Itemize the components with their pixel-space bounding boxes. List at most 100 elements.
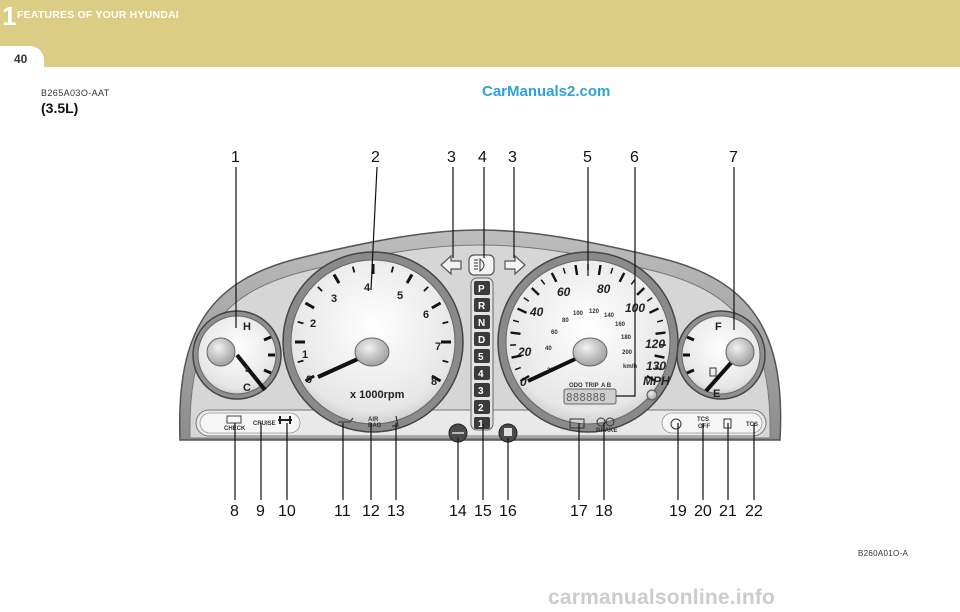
dial-tick xyxy=(514,366,521,371)
dial-tick xyxy=(646,297,653,302)
mph-tick-130: 130 xyxy=(646,359,666,373)
ab-label: A B xyxy=(601,383,612,389)
tach-tick-8: 8 xyxy=(431,376,437,388)
seatbelt-person-icon xyxy=(392,415,399,427)
dial-tick xyxy=(597,264,602,276)
dial-tick xyxy=(610,267,614,274)
dial-tick xyxy=(654,354,665,359)
callout-13: 13 xyxy=(387,503,405,520)
dial-tick xyxy=(304,374,315,383)
dial-tick xyxy=(519,374,530,383)
mph-tick-80: 80 xyxy=(597,282,611,296)
dial-tick xyxy=(512,319,520,323)
chapter-number: 1 xyxy=(2,1,17,31)
figure-code: B260A01O-A xyxy=(858,549,909,558)
callout-10: 10 xyxy=(278,503,296,520)
tach-tick-1: 1 xyxy=(302,349,308,361)
trip-reset-knob xyxy=(646,389,658,401)
dial-tick xyxy=(636,287,646,296)
gear-2: 2 xyxy=(478,403,484,414)
callout-2: 2 xyxy=(371,149,380,166)
bottom-leader-lines xyxy=(234,423,755,500)
tach-tick-0: 0 xyxy=(306,374,312,386)
dial-tick xyxy=(297,320,304,325)
speedometer: 0 20 40 60 80 100 120 130 20 40 60 80 10… xyxy=(497,251,679,433)
tachometer: 0 1 2 3 4 5 6 7 8 x 1000rpm xyxy=(282,251,464,433)
temp-cold-label: C xyxy=(243,382,251,394)
dial-tick xyxy=(332,273,341,284)
watermark-top[interactable]: CarManuals2.com xyxy=(482,83,611,100)
engine-label: (3.5L) xyxy=(41,100,79,116)
page-number: 40 xyxy=(14,52,28,66)
gear-r: R xyxy=(478,301,486,312)
callout-15: 15 xyxy=(474,503,492,520)
dial-tick xyxy=(431,301,442,310)
dial-tick xyxy=(655,331,666,335)
dial-tick xyxy=(646,374,657,383)
dial-tick xyxy=(511,354,522,359)
seat-belt-reminder-icon xyxy=(278,416,292,424)
dial-tick xyxy=(618,272,626,283)
section-code: B265A03O-AAT xyxy=(41,88,110,98)
kmh-tick-60: 60 xyxy=(551,330,558,336)
dial-tick xyxy=(523,297,530,302)
callout-3-left: 3 xyxy=(447,149,456,166)
tach-tick-3: 3 xyxy=(331,293,337,305)
callout-12: 12 xyxy=(362,503,380,520)
gear-5: 5 xyxy=(478,352,484,363)
kmh-tick-160: 160 xyxy=(615,322,626,328)
callout-21: 21 xyxy=(719,503,737,520)
mph-tick-120: 120 xyxy=(645,337,665,351)
high-beam-icon xyxy=(474,257,485,273)
dial-tick xyxy=(390,266,395,273)
tach-tick-4: 4 xyxy=(364,282,371,294)
kmh-unit: km/h xyxy=(623,364,637,370)
callout-20: 20 xyxy=(694,503,712,520)
callout-19: 19 xyxy=(669,503,687,520)
temp-icon: 🌡 xyxy=(243,365,251,373)
mph-tick-40: 40 xyxy=(529,305,544,319)
watermark-bottom[interactable]: carmanualsonline.info xyxy=(548,586,776,609)
callout-1: 1 xyxy=(231,149,240,166)
callout-6: 6 xyxy=(630,149,639,166)
airbag-light-line1: AIR xyxy=(368,417,379,423)
gear-4: 4 xyxy=(478,369,484,380)
dial-tick xyxy=(655,366,662,371)
dial-tick xyxy=(442,320,449,325)
dial-tick xyxy=(550,272,558,283)
kmh-tick-100: 100 xyxy=(573,311,584,317)
kmh-tick-140: 140 xyxy=(604,313,615,319)
cruise-light: CRUISE xyxy=(253,421,276,427)
mph-unit: MPH xyxy=(643,374,670,388)
gear-3: 3 xyxy=(478,386,484,397)
callout-5: 5 xyxy=(583,149,592,166)
battery-icon xyxy=(569,418,585,429)
mph-tick-0: 0 xyxy=(520,375,527,389)
callout-22: 22 xyxy=(745,503,763,520)
dial-tick xyxy=(517,307,528,314)
tach-tick-7: 7 xyxy=(435,341,441,353)
dial-tick xyxy=(562,267,566,274)
abs-light-icon xyxy=(670,418,682,430)
dial-tick xyxy=(317,286,323,292)
dial-tick xyxy=(351,266,356,273)
kmh-tick-40: 40 xyxy=(545,346,552,352)
dial-tick xyxy=(510,331,521,335)
odometer-digits: 888888 xyxy=(566,391,606,404)
dial-tick xyxy=(423,286,429,292)
header-band xyxy=(0,0,960,67)
page-tab xyxy=(0,46,44,74)
dial-tick xyxy=(574,264,579,276)
temp-hot-label: H xyxy=(243,321,251,333)
speed-ticks xyxy=(510,264,666,383)
dial-tick xyxy=(304,301,315,310)
dial-tick xyxy=(405,273,414,284)
dial-tick xyxy=(297,359,304,364)
temp-gauge: H C 🌡 xyxy=(192,310,282,400)
callout-8: 8 xyxy=(230,503,239,520)
callout-14: 14 xyxy=(449,503,467,520)
odo-label: ODO xyxy=(569,383,583,389)
gear-n: N xyxy=(478,318,485,329)
brake-light: BRAKE xyxy=(596,417,617,434)
